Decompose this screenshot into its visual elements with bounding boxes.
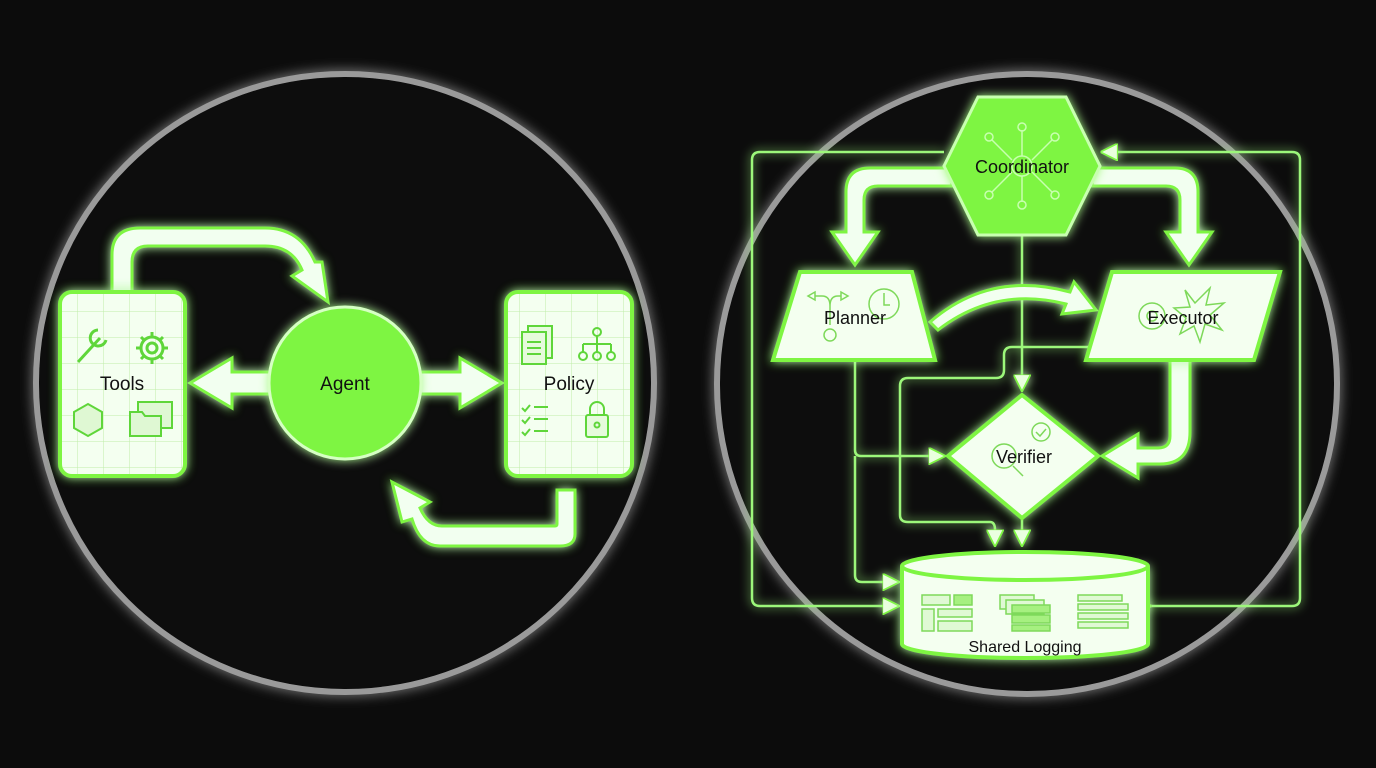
planner-to-logging-line <box>853 456 898 582</box>
list-log-icon <box>1077 594 1129 629</box>
stacked-logs-icon <box>999 594 1051 632</box>
coordinator-to-executor-arrow <box>1090 166 1215 268</box>
coordinator-to-planner-arrow <box>829 166 954 268</box>
gear-icon <box>1138 302 1166 330</box>
planner-to-verifier-line <box>853 360 944 456</box>
dashboard-icon <box>921 594 973 632</box>
agent-to-policy-arrow <box>418 355 505 411</box>
verifier-node[interactable]: Verifier <box>944 392 1102 521</box>
hierarchy-icon <box>578 327 616 361</box>
folder-window-icon <box>129 401 173 437</box>
policy-box[interactable]: Policy <box>504 290 634 478</box>
executor-node[interactable]: Executor <box>1083 270 1283 362</box>
wrench-icon <box>76 328 108 364</box>
tools-to-agent-arrow <box>110 226 331 306</box>
gear-icon <box>136 332 168 364</box>
policy-to-agent-arrow <box>389 479 577 548</box>
planner-to-executor-arrow <box>927 279 1099 332</box>
executor-to-logging-line <box>898 345 1090 545</box>
network-hub-icon <box>984 122 1060 210</box>
agent-to-tools-arrow <box>187 355 274 411</box>
check-circle-icon <box>1031 422 1051 442</box>
agent-node[interactable]: Agent <box>267 305 423 461</box>
policy-label: Policy <box>544 374 595 395</box>
burst-icon <box>1172 285 1227 345</box>
magnifier-icon <box>991 443 1024 477</box>
planner-node[interactable]: Planner <box>770 270 938 362</box>
package-icon <box>73 402 103 438</box>
tools-label: Tools <box>100 374 144 395</box>
shared-logging-node[interactable]: Shared Logging <box>900 550 1150 660</box>
logging-to-coordinator-right-line <box>1102 152 1302 606</box>
planner-label: Planner <box>824 308 886 328</box>
coordinator-node[interactable]: Coordinator <box>942 95 1102 237</box>
executor-to-verifier-arrow <box>1099 358 1192 481</box>
shared-logging-label: Shared Logging <box>969 639 1082 656</box>
agent-label: Agent <box>320 374 370 395</box>
checklist-icon <box>521 404 548 437</box>
coordinator-label: Coordinator <box>975 157 1069 177</box>
clock-icon <box>868 288 900 320</box>
documents-icon <box>521 325 553 365</box>
tools-box[interactable]: Tools <box>58 290 187 478</box>
lock-icon <box>585 401 609 438</box>
executor-label: Executor <box>1147 308 1218 328</box>
branch-icon <box>806 290 850 342</box>
coordinator-to-logging-left-line <box>750 150 944 606</box>
verifier-label: Verifier <box>996 447 1052 467</box>
